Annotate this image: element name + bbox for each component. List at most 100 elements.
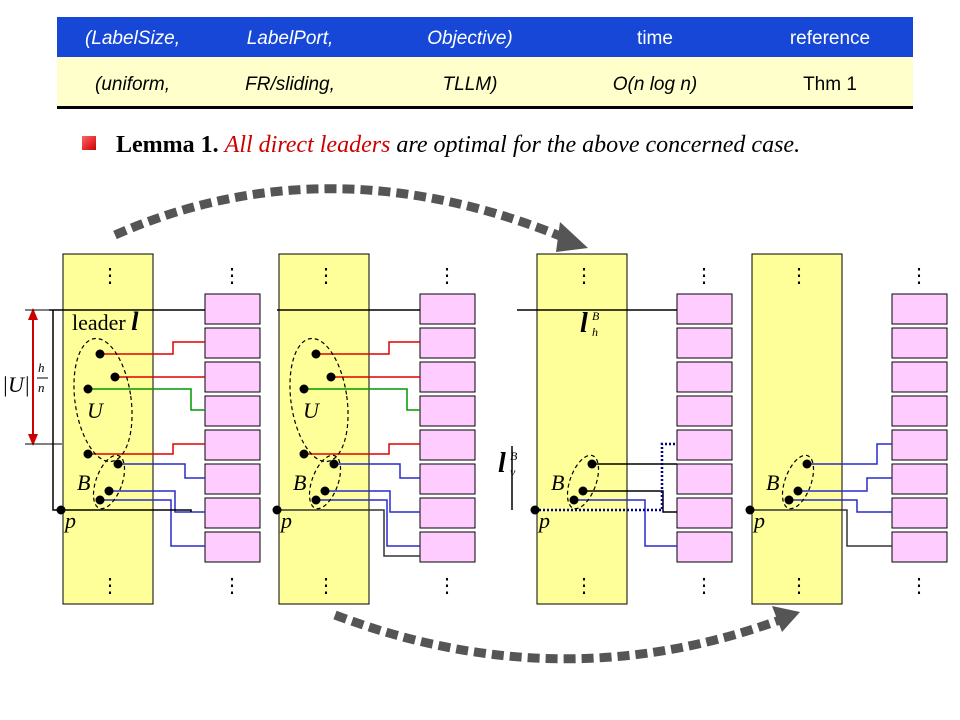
panel-1-label-box <box>204 293 261 325</box>
panel-1-label-box <box>204 531 261 563</box>
panel-3-p-point <box>530 505 540 515</box>
fraction-numerator: h <box>38 360 45 375</box>
panel-2-label-box <box>419 463 476 495</box>
panel-1-blue-leader-1 <box>118 463 205 479</box>
panel-4-bottom-ellipsis: ⋮ <box>789 575 809 597</box>
panel-1-b-point <box>104 486 114 496</box>
panel-2-b-point <box>320 486 330 496</box>
panel-3-black-leader-2 <box>583 490 677 513</box>
table-header <box>57 17 913 57</box>
panel-4-p-leader <box>750 509 892 547</box>
panel-1-label-box <box>204 429 261 461</box>
panel-3-strip <box>536 253 628 605</box>
panel-1-p-point <box>56 505 66 515</box>
panel-2-bottom-ellipsis: ⋮ <box>316 575 336 597</box>
panel-2-red-leader-1 <box>316 341 420 355</box>
cell-time: O(n log n) <box>612 74 698 95</box>
panel-4-label-box <box>891 327 948 359</box>
panel-2-u-point <box>299 384 309 394</box>
panel-3-bottom-ellipsis: ⋮ <box>574 575 594 597</box>
panel-1-b-point <box>113 459 123 469</box>
panel-2-u-point <box>311 349 321 359</box>
panel-2-p-point <box>272 505 282 515</box>
panel-2-u-group <box>289 337 349 463</box>
panel-1-label-box <box>204 497 261 529</box>
panel-4-strip <box>751 253 843 605</box>
panel-4-b-point <box>793 486 803 496</box>
panel-4-blue-leader-3 <box>789 499 892 513</box>
panel-2-boxes-bottom-ellipsis: ⋮ <box>437 575 457 597</box>
cell-label-port: FR/sliding, <box>245 74 335 95</box>
panel-1-u-point <box>83 449 93 459</box>
panel-2-strip <box>278 253 370 605</box>
panel-3-b-point <box>569 495 579 505</box>
horizontal-leader-sub: h <box>592 325 598 339</box>
panel-4-label-box <box>891 361 948 393</box>
panel-2-b-group <box>308 454 342 510</box>
panel-3-label-box <box>676 327 733 359</box>
panel-2-label-box <box>419 327 476 359</box>
panel-2-label-box <box>419 293 476 325</box>
bracket-arrow-down-icon <box>28 434 38 446</box>
panel-3-boxes-top-ellipsis: ⋮ <box>694 265 714 287</box>
panel-2-p-label: p <box>279 508 292 533</box>
panel-1-u-group <box>73 337 133 463</box>
panel-2-b-point <box>329 459 339 469</box>
leader-label: leader l <box>72 307 139 336</box>
vertical-leader-sub: v <box>510 465 516 479</box>
panel-3-p-label: p <box>537 508 550 533</box>
diagram-panels: ⋮⋮⋮⋮UBp⋮⋮⋮⋮UBp⋮⋮⋮⋮Bp⋮⋮⋮⋮Bp <box>49 253 948 605</box>
panel-2-b-point <box>311 495 321 505</box>
panel-4-boxes-bottom-ellipsis: ⋮ <box>909 575 929 597</box>
panel-4-label-box <box>891 531 948 563</box>
panel-2-u-point <box>299 449 309 459</box>
bracket-arrow-up-icon <box>28 308 38 320</box>
panel-1-label-box <box>204 395 261 427</box>
panel-2-u-label: U <box>303 398 321 423</box>
panel-2-b-label: B <box>293 470 306 495</box>
header-objective: Objective) <box>427 28 513 49</box>
panel-3-label-box <box>676 429 733 461</box>
panel-1-strip <box>62 253 154 605</box>
cell-objective: TLLM) <box>442 74 498 95</box>
header-time: time <box>637 28 673 49</box>
panel-1-boxes-top-ellipsis: ⋮ <box>222 265 242 287</box>
panel-4-blue-leader-2 <box>798 477 892 492</box>
panel-4-label-box <box>891 429 948 461</box>
panel-1-red-leader-1 <box>100 341 205 355</box>
panel-2-u-point <box>326 372 336 382</box>
bottom-transition-arrow <box>333 610 782 664</box>
panel-4-p-label: p <box>752 508 765 533</box>
top-transition-arrow <box>113 184 572 245</box>
panel-1-b-group <box>92 454 126 510</box>
panel-2-label-box <box>419 395 476 427</box>
horizontal-leader-sup: B <box>592 309 600 323</box>
panel-3-b-label: B <box>551 470 564 495</box>
panel-4-b-point <box>784 495 794 505</box>
panel-2-label-box <box>419 497 476 529</box>
panel-4-blue-leader-1 <box>807 443 892 465</box>
panel-1-label-box <box>204 327 261 359</box>
abs-u-label: |U| <box>2 372 30 397</box>
panel-2-blue-leader-2 <box>325 490 420 513</box>
panel-2-top-ellipsis: ⋮ <box>316 265 336 287</box>
panel-3-label-box <box>676 497 733 529</box>
panel-4-label-box <box>891 497 948 529</box>
panel-4-label-box <box>891 463 948 495</box>
header-label-port: LabelPort, <box>246 28 334 49</box>
panel-1-blue-leader-2 <box>109 490 205 513</box>
lemma-statement-rest: are optimal for the above concerned case… <box>396 132 801 158</box>
panel-4-b-point <box>802 459 812 469</box>
panel-3-blue-leader <box>574 499 677 547</box>
panel-3-b-group <box>566 454 600 510</box>
panel-2-boxes-top-ellipsis: ⋮ <box>437 265 457 287</box>
header-reference: reference <box>789 28 871 49</box>
lemma-statement-highlight: All direct leaders <box>224 132 391 158</box>
panel-1-u-label: U <box>87 398 105 423</box>
cell-label-size: (uniform, <box>95 74 170 95</box>
panel-3-label-box <box>676 293 733 325</box>
lemma: Lemma 1. All direct leaders are optimal … <box>82 132 800 159</box>
panel-3-boxes-bottom-ellipsis: ⋮ <box>694 575 714 597</box>
panel-4-p-point <box>745 505 755 515</box>
